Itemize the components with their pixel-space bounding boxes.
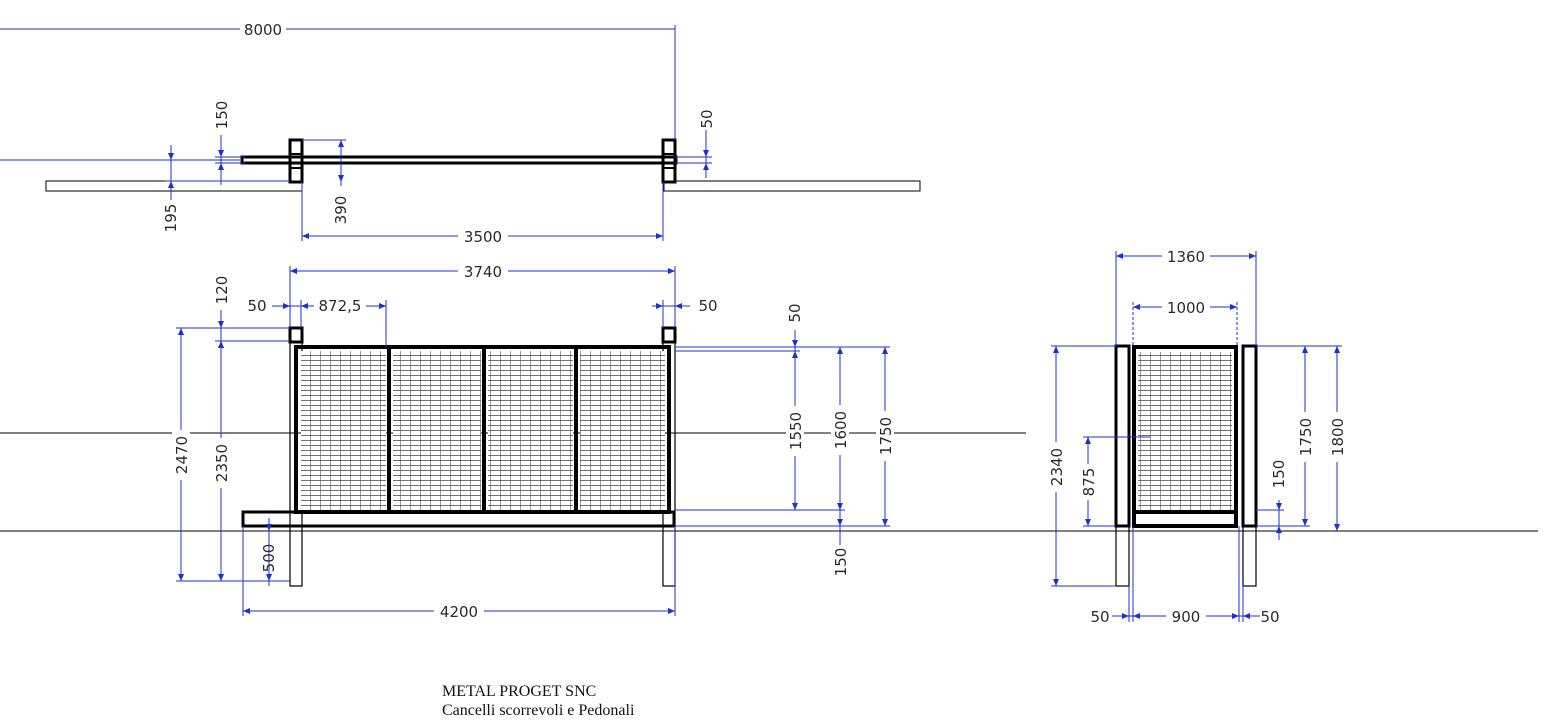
- dim-plan-width: 3500: [464, 228, 502, 246]
- dim-sliding-150: 150: [832, 548, 850, 577]
- dim-sliding-1550: 1550: [787, 412, 805, 450]
- dim-ped-post-right: 50: [1260, 608, 1279, 626]
- pedestrian-gate-elevation: 1360 1000 2340 875 150: [1047, 247, 1347, 626]
- dim-sliding-top50: 50: [786, 303, 804, 322]
- dim-ped-post-left: 50: [1090, 608, 1109, 626]
- dim-plan-150: 150: [213, 101, 231, 130]
- dim-sliding-post-left: 50: [247, 297, 266, 315]
- company-name: METAL PROGET SNC: [442, 683, 597, 700]
- dim-sliding-post-right: 50: [698, 297, 717, 315]
- dim-plan-overall: 8000: [244, 21, 282, 39]
- dim-sliding-2350: 2350: [213, 444, 231, 482]
- dim-ped-overall: 1360: [1167, 248, 1205, 266]
- dim-sliding-500: 500: [260, 544, 278, 573]
- dim-ped-1750: 1750: [1297, 418, 1315, 456]
- sliding-gate-elevation: 3740 50 872,5 50 120 2470: [172, 262, 895, 621]
- dim-plan-50: 50: [698, 109, 716, 128]
- dim-sliding-2470: 2470: [173, 436, 191, 474]
- dim-ped-1800: 1800: [1329, 418, 1347, 456]
- dim-plan-390: 390: [332, 196, 350, 225]
- dim-sliding-top120: 120: [213, 276, 231, 305]
- title-block: METAL PROGET SNC Cancelli scorrevoli e P…: [442, 682, 634, 720]
- dim-ped-150: 150: [1270, 460, 1288, 489]
- dim-sliding-overall: 3740: [464, 263, 502, 281]
- drawing-subtitle: Cancelli scorrevoli e Pedonali: [442, 702, 635, 719]
- dim-sliding-bay: 872,5: [319, 297, 362, 315]
- dim-ped-opening: 900: [1172, 608, 1201, 626]
- dim-plan-195: 195: [162, 204, 180, 233]
- dim-sliding-total: 4200: [440, 603, 478, 621]
- dim-ped-875: 875: [1080, 468, 1098, 497]
- dim-sliding-1600: 1600: [832, 411, 850, 449]
- dim-sliding-1750: 1750: [877, 417, 895, 455]
- dim-ped-leaf: 1000: [1167, 299, 1205, 317]
- plan-view: 8000 150 195 390 50 3500: [0, 20, 921, 246]
- dim-ped-2340: 2340: [1048, 448, 1066, 486]
